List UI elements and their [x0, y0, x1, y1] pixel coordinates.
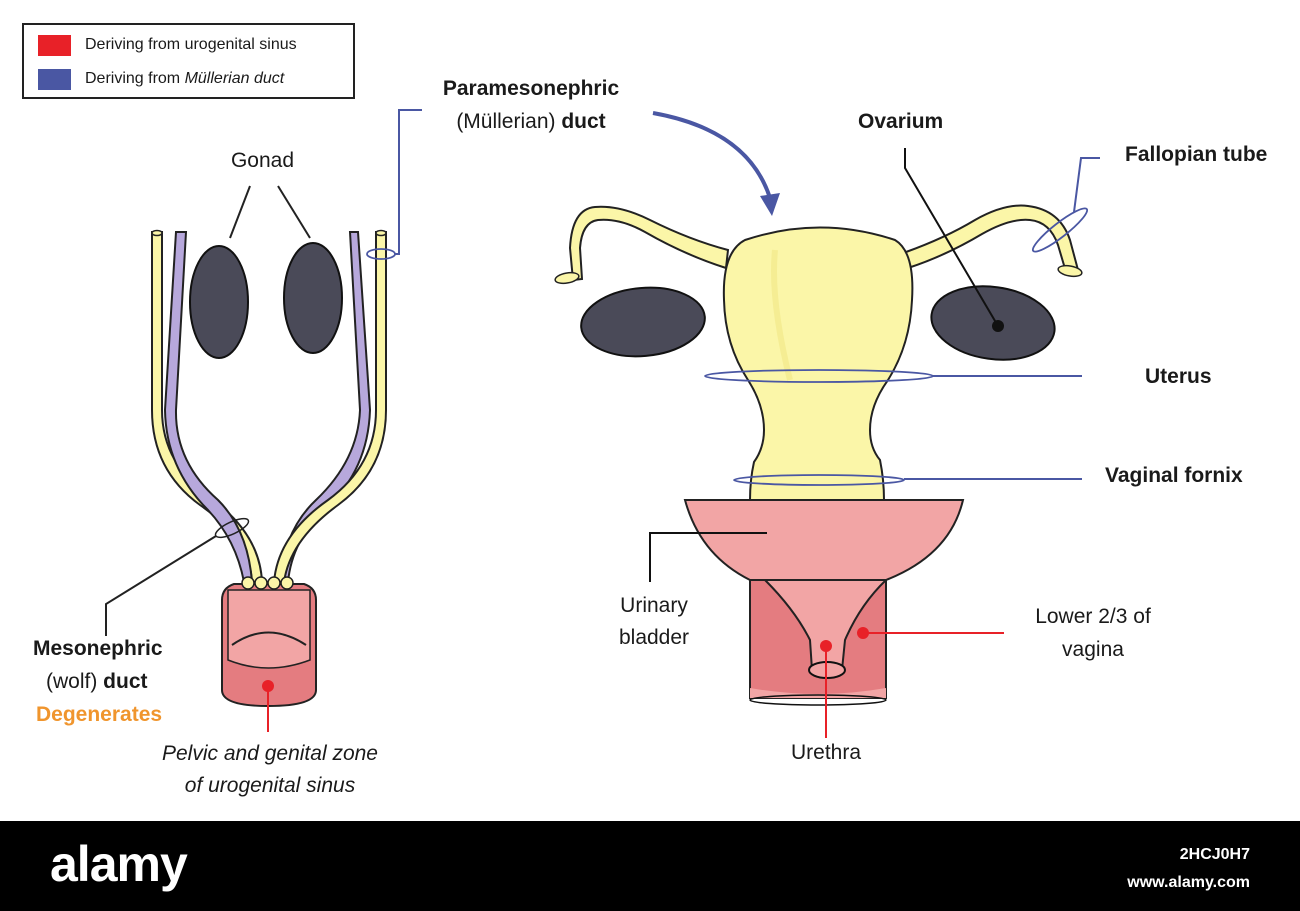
legend: Deriving from urogenital sinus Deriving …: [22, 23, 355, 99]
label-vagina: vagina: [1062, 638, 1124, 661]
label-fallopian-tube: Fallopian tube: [1125, 143, 1268, 166]
legend-item-mullerian: Deriving from Müllerian duct: [38, 67, 284, 91]
label-gonad: Gonad: [230, 149, 295, 172]
right-adult-diagram: [554, 111, 1100, 738]
label-urinary: Urinary: [620, 594, 688, 617]
image-id: 2HCJ0H7: [1179, 846, 1250, 863]
site-url: www.alamy.com: [1127, 874, 1250, 891]
left-embryonic-diagram: [105, 109, 422, 732]
label-ovarium: Ovarium: [858, 110, 944, 133]
legend-swatch-red: [38, 34, 71, 56]
image-id-block: 2HCJ0H7 www.alamy.com: [1127, 841, 1250, 897]
label-paramesonephric: Paramesonephric: [442, 77, 620, 100]
label-pelvic-zone: Pelvic and genital zone: [162, 742, 378, 765]
right-gonad: [283, 242, 343, 354]
anatomy-diagram: [105, 109, 1100, 738]
label-mesonephric: Mesonephric: [33, 637, 163, 660]
label-urogenital-sinus: of urogenital sinus: [184, 774, 356, 797]
left-ovary: [580, 286, 706, 358]
label-mullerian-duct: (Müllerian) duct: [456, 110, 606, 133]
label-vaginal-fornix: Vaginal fornix: [1105, 464, 1243, 487]
left-fallopian-tube: [568, 205, 730, 282]
label-wolf-duct: (wolf) duct: [46, 670, 148, 693]
left-gonad: [189, 245, 249, 359]
label-uterus: Uterus: [1145, 365, 1212, 388]
watermark-footer: alamy 2HCJ0H7 www.alamy.com: [0, 821, 1300, 911]
label-urethra: Urethra: [790, 741, 862, 764]
label-lower-vagina: Lower 2/3 of: [1035, 605, 1151, 628]
uterus: [722, 226, 914, 501]
label-degenerates: Degenerates: [36, 703, 163, 726]
legend-label-urogenital: Deriving from urogenital sinus: [85, 36, 297, 53]
legend-item-urogenital: Deriving from urogenital sinus: [38, 33, 297, 57]
alamy-logo: alamy: [50, 836, 188, 892]
legend-label-mullerian: Deriving from Müllerian duct: [85, 70, 285, 87]
right-fallopian-tube: [904, 204, 1080, 274]
label-bladder: bladder: [618, 626, 690, 649]
legend-swatch-blue: [38, 68, 71, 90]
